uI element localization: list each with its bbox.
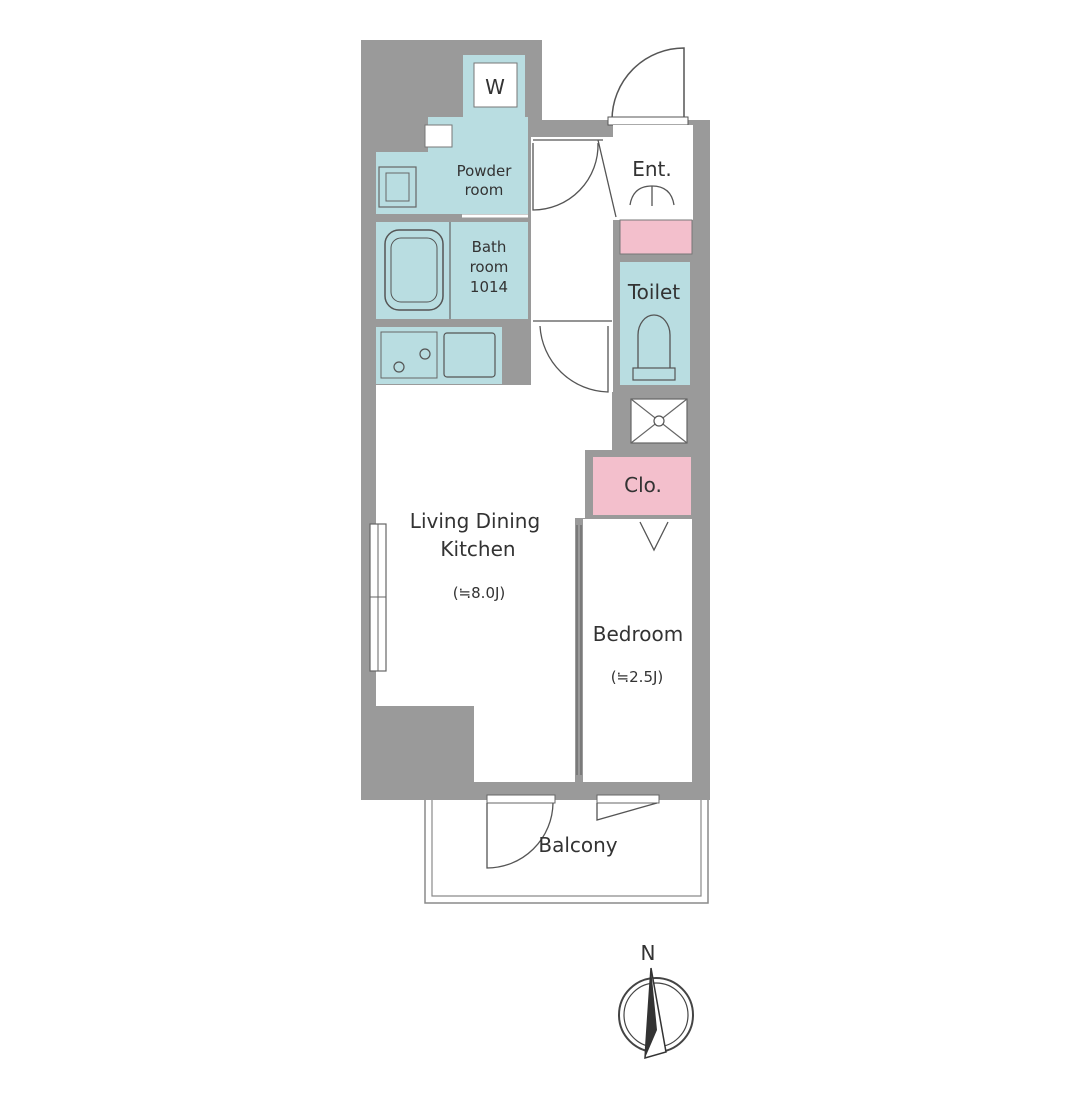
powder-room-label-1: Powder xyxy=(457,162,513,180)
balcony-doors xyxy=(486,794,660,869)
bedroom-sliding-door xyxy=(576,525,582,775)
bathroom-label-3: 1014 xyxy=(470,278,508,296)
toilet-room: Toilet xyxy=(620,262,690,385)
entrance-door xyxy=(607,47,689,126)
bathroom-label-2: room xyxy=(470,258,509,276)
toilet-label: Toilet xyxy=(627,280,680,304)
washer-area: W xyxy=(463,55,525,117)
ldk-window xyxy=(369,523,387,672)
shoe-storage xyxy=(619,219,693,255)
kitchen-counter xyxy=(376,327,502,384)
entrance: Ent. xyxy=(629,157,675,206)
closet: Clo. xyxy=(593,457,691,552)
north-label: N xyxy=(641,941,656,965)
north-arrow-icon: N xyxy=(618,941,694,1060)
bedroom: Bedroom (≒2.5J) xyxy=(593,622,683,686)
bathroom-label-1: Bath xyxy=(472,238,507,256)
washer-label: W xyxy=(485,75,505,99)
balcony: Balcony xyxy=(424,800,709,904)
entrance-label: Ent. xyxy=(632,157,672,181)
balcony-label: Balcony xyxy=(538,833,617,857)
bathroom: Bath room 1014 xyxy=(376,222,528,319)
closet-label: Clo. xyxy=(624,473,662,497)
shaft-symbol xyxy=(630,398,688,444)
corridor-doors xyxy=(532,139,617,393)
ldk-label-2: Kitchen xyxy=(440,537,515,561)
bedroom-area: (≒2.5J) xyxy=(611,668,664,686)
powder-room: Powder room xyxy=(376,117,528,218)
powder-room-label-2: room xyxy=(465,181,504,199)
ldk-area: (≒8.0J) xyxy=(453,584,506,602)
ldk: Living Dining Kitchen (≒8.0J) xyxy=(410,509,540,602)
ldk-label-1: Living Dining xyxy=(410,509,540,533)
bedroom-label: Bedroom xyxy=(593,622,683,646)
